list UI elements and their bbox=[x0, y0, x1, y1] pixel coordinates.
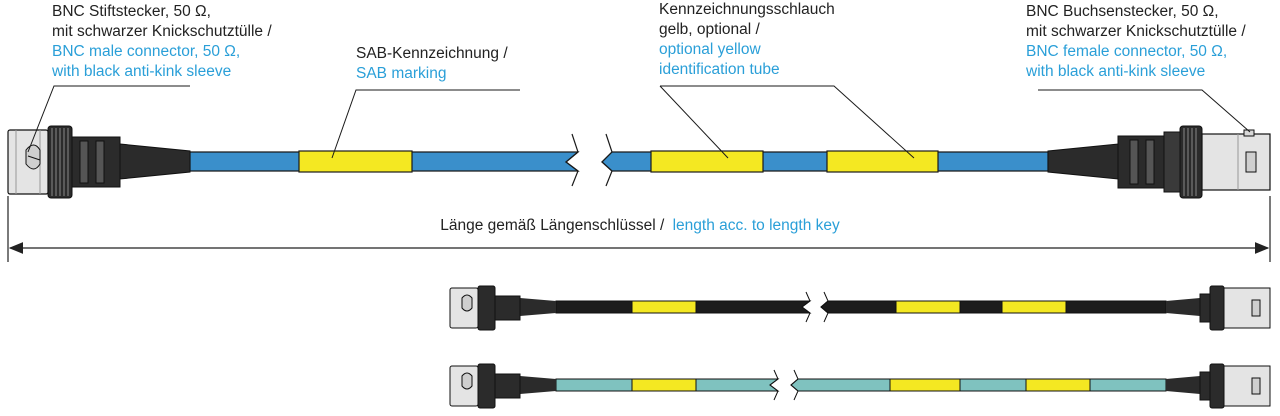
label-identification-tube-de-1: Kennzeichnungsschlauch bbox=[659, 1, 835, 18]
label-male-connector-de-1: BNC Stiftstecker, 50 Ω, bbox=[52, 3, 211, 20]
cable-variant-teal bbox=[449, 363, 1271, 409]
label-female-connector-de-2: mit schwarzer Knickschutztülle / bbox=[1026, 23, 1246, 40]
leader-lines bbox=[27, 85, 1251, 159]
leader-identification-tube-2 bbox=[659, 85, 729, 159]
length-dimension bbox=[7, 196, 1271, 262]
label-length-de: Länge gemäß Längenschlüssel / bbox=[440, 217, 665, 234]
sab-marking-band bbox=[298, 150, 413, 173]
leader-male-connector bbox=[27, 85, 190, 153]
label-sab-marking-de: SAB-Kennzeichnung / bbox=[356, 45, 508, 62]
label-male-connector-en-2: with black anti-kink sleeve bbox=[52, 63, 232, 80]
label-identification-tube-de-2: gelb, optional / bbox=[659, 21, 760, 38]
label-identification-tube-en-2: identification tube bbox=[659, 61, 780, 78]
identification-tube-band-1 bbox=[650, 150, 764, 173]
label-identification-tube: Kennzeichnungsschlauch gelb, optional / … bbox=[659, 0, 835, 80]
label-female-connector: BNC Buchsenstecker, 50 Ω, mit schwarzer … bbox=[1026, 2, 1246, 82]
label-male-connector: BNC Stiftstecker, 50 Ω, mit schwarzer Kn… bbox=[52, 2, 272, 82]
main-cable-assembly bbox=[7, 125, 1271, 199]
label-female-connector-de-1: BNC Buchsenstecker, 50 Ω, bbox=[1026, 3, 1219, 20]
bnc-female-connector bbox=[1047, 125, 1271, 199]
leader-female-connector bbox=[1038, 89, 1251, 133]
identification-tube-band-2 bbox=[826, 150, 939, 173]
label-identification-tube-en-1: optional yellow bbox=[659, 41, 761, 58]
leader-identification-tube bbox=[660, 85, 915, 159]
label-female-connector-en-2: with black anti-kink sleeve bbox=[1026, 63, 1206, 80]
label-female-connector-en-1: BNC female connector, 50 Ω, bbox=[1026, 43, 1228, 60]
label-male-connector-de-2: mit schwarzer Knickschutztülle / bbox=[52, 23, 272, 40]
bnc-male-connector bbox=[7, 125, 191, 199]
label-male-connector-en-1: BNC male connector, 50 Ω, bbox=[52, 43, 241, 60]
label-length: Länge gemäß Längenschlüssel / length acc… bbox=[0, 216, 1280, 236]
label-length-en: length acc. to length key bbox=[672, 217, 840, 234]
leader-sab-marking bbox=[331, 89, 520, 159]
label-sab-marking: SAB-Kennzeichnung / SAB marking bbox=[356, 44, 508, 84]
label-sab-marking-en: SAB marking bbox=[356, 65, 447, 82]
cable-variant-black bbox=[449, 285, 1271, 331]
